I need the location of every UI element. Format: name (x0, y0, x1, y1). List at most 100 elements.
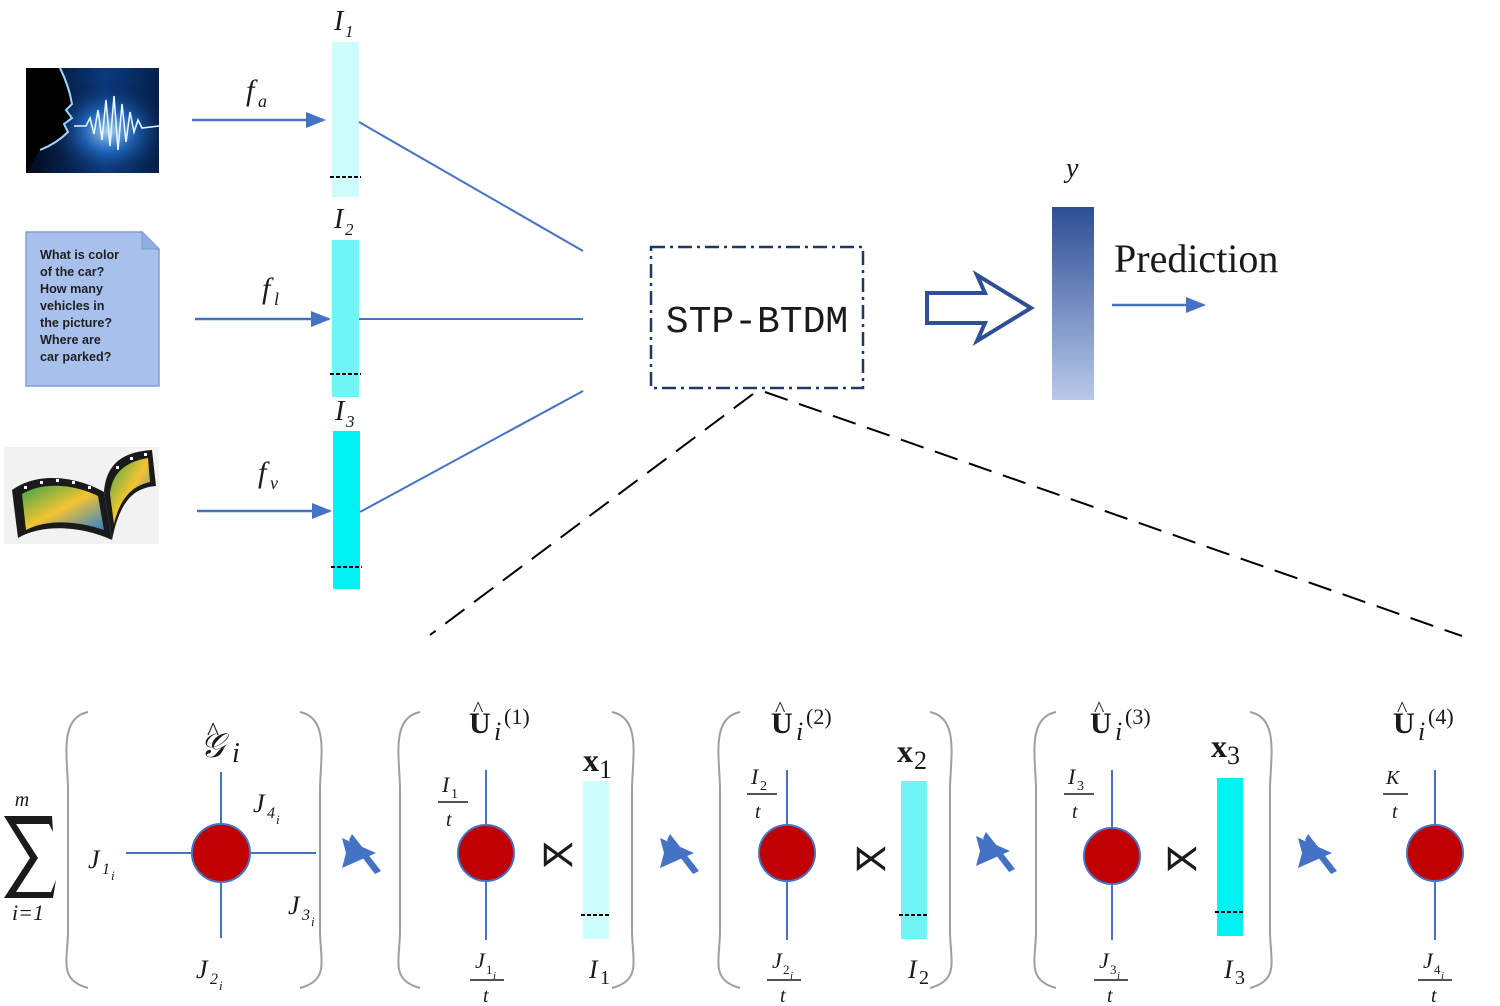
feature-bar-i3: I 3 (331, 396, 362, 589)
summation: m i=1 (4, 789, 56, 925)
svg-text:(2): (2) (806, 704, 832, 729)
stp-btdm-box: STP-BTDM (649, 245, 865, 390)
svg-text:U: U (1090, 707, 1112, 740)
svg-text:x: x (897, 733, 913, 769)
stp-operators (342, 832, 1337, 874)
svg-text:4: 4 (1434, 962, 1441, 977)
svg-text:J: J (1099, 948, 1110, 973)
svg-text:f: f (246, 74, 258, 107)
text-note-line: car parked? (40, 350, 111, 364)
svg-text:J: J (196, 955, 209, 984)
svg-text:J: J (1423, 948, 1434, 973)
svg-text:2: 2 (345, 220, 354, 239)
text-note-line: What is color (40, 248, 119, 262)
svg-text:i: i (494, 717, 501, 746)
svg-text:^: ^ (207, 717, 219, 746)
svg-text:J: J (88, 845, 101, 874)
svg-text:J: J (253, 789, 266, 818)
svg-text:U: U (469, 707, 491, 740)
svg-text:⋉: ⋉ (853, 838, 889, 878)
feature-bar-i1: I 1 (330, 6, 361, 197)
svg-text:I: I (1223, 955, 1234, 984)
svg-text:I: I (1067, 764, 1077, 789)
svg-text:i: i (219, 978, 223, 993)
film-image (4, 447, 159, 544)
svg-text:J: J (475, 948, 486, 973)
svg-text:J: J (772, 948, 783, 973)
svg-text:1: 1 (102, 861, 110, 878)
text-note-line: Where are (40, 333, 101, 347)
svg-text:^: ^ (473, 696, 484, 721)
svg-text:i: i (1117, 970, 1120, 982)
svg-text:i: i (790, 970, 793, 982)
svg-text:i=1: i=1 (12, 900, 44, 925)
svg-text:2: 2 (210, 971, 218, 988)
fa-label: f a (246, 74, 267, 111)
svg-text:J: J (288, 891, 301, 920)
svg-text:3: 3 (301, 907, 310, 924)
output-bar: y (1052, 153, 1094, 400)
audio-image (26, 67, 160, 173)
svg-text:t: t (780, 985, 786, 1006)
svg-text:3: 3 (1110, 962, 1117, 977)
svg-text:t: t (1431, 985, 1437, 1006)
svg-text:l: l (274, 289, 279, 309)
fv-label: f v (258, 456, 278, 493)
svg-text:𝒢: 𝒢 (200, 728, 229, 765)
svg-text:i: i (1441, 970, 1444, 982)
svg-text:i: i (1115, 717, 1122, 746)
svg-text:4: 4 (267, 805, 275, 822)
svg-text:U: U (1393, 707, 1415, 740)
svg-text:i: i (311, 914, 315, 929)
svg-text:i: i (493, 970, 496, 982)
svg-text:1: 1 (451, 787, 458, 802)
svg-text:^: ^ (1397, 696, 1408, 721)
prediction-label: Prediction (1114, 236, 1278, 281)
svg-text:a: a (258, 91, 267, 111)
svg-text:y: y (1063, 153, 1079, 184)
svg-text:K: K (1385, 767, 1401, 789)
svg-text:(3): (3) (1125, 704, 1151, 729)
svg-text:I: I (334, 396, 346, 427)
svg-text:i: i (276, 812, 280, 827)
svg-text:t: t (755, 801, 761, 823)
svg-text:I: I (588, 955, 599, 984)
svg-text:1: 1 (486, 962, 493, 977)
svg-text:STP-BTDM: STP-BTDM (666, 301, 848, 344)
svg-text:i: i (1418, 717, 1425, 746)
svg-text:U: U (771, 707, 793, 740)
hollow-arrow (925, 269, 1035, 347)
svg-text:(4): (4) (1428, 704, 1454, 729)
feature-bar-i2: I 2 (330, 204, 361, 397)
svg-text:1: 1 (599, 755, 612, 784)
svg-text:1: 1 (600, 967, 610, 989)
svg-text:t: t (446, 809, 452, 831)
svg-text:f: f (258, 456, 270, 489)
svg-text:^: ^ (1094, 696, 1105, 721)
svg-text:I: I (750, 764, 760, 789)
svg-text:3: 3 (345, 412, 355, 431)
svg-text:I: I (333, 204, 345, 235)
svg-text:2: 2 (914, 746, 927, 775)
svg-text:2: 2 (783, 962, 790, 977)
svg-text:x: x (1211, 728, 1227, 764)
feature-arrows (192, 112, 332, 519)
svg-text:t: t (1392, 801, 1398, 823)
svg-text:i: i (111, 868, 115, 883)
svg-text:i: i (232, 738, 240, 769)
svg-text:3: 3 (1227, 741, 1240, 770)
svg-text:3: 3 (1235, 967, 1245, 989)
svg-text:t: t (1072, 801, 1078, 823)
svg-text:3: 3 (1077, 779, 1084, 794)
svg-text:⋉: ⋉ (540, 834, 576, 874)
svg-text:f: f (262, 272, 274, 305)
svg-text:i: i (796, 717, 803, 746)
